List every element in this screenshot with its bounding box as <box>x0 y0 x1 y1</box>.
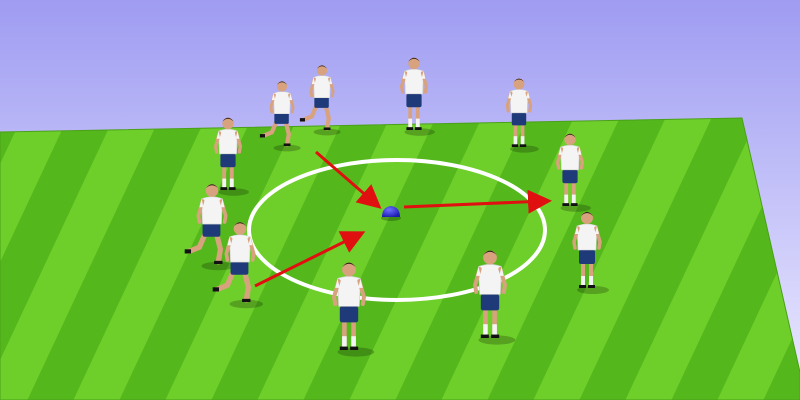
pitch-edge <box>0 117 800 400</box>
pass-arrow-top-left <box>315 150 382 209</box>
pass-arrows <box>254 150 552 288</box>
center-circle <box>247 158 547 302</box>
grass-stripe <box>662 118 800 400</box>
grass-stripe <box>64 118 260 400</box>
player-figure <box>572 212 602 288</box>
grass-stripe <box>248 118 444 400</box>
player-figure <box>555 133 585 206</box>
player-figure <box>184 184 228 265</box>
player-shadow <box>510 145 539 153</box>
grass-stripe <box>340 118 536 400</box>
blue-cone-icon <box>381 206 401 221</box>
grass-stripe <box>708 118 800 400</box>
grass-stripe <box>110 118 306 400</box>
player-figure <box>213 117 243 190</box>
grass-stripe <box>18 118 214 400</box>
grass-stripe <box>570 118 766 400</box>
player-figure <box>212 222 256 303</box>
pitch <box>0 117 800 400</box>
grass-stripe <box>0 118 122 400</box>
pass-arrow-bottom-left <box>254 231 366 288</box>
player-shadow <box>218 188 249 196</box>
player-figure <box>299 65 335 131</box>
player-shadow <box>229 299 264 309</box>
player-figure <box>331 262 367 350</box>
player-shadow <box>404 128 435 136</box>
grass-stripe <box>0 118 76 400</box>
player-figure <box>399 57 429 130</box>
player-shadow <box>313 128 341 136</box>
player-figure <box>505 78 533 147</box>
player-figure <box>472 250 508 338</box>
grass-stripe <box>0 118 168 400</box>
grass-stripe <box>478 118 674 400</box>
players <box>184 57 602 350</box>
player-figure <box>259 81 295 147</box>
grass-stripe <box>524 118 720 400</box>
player-shadow <box>273 144 301 152</box>
pass-arrow-right <box>403 189 552 214</box>
pitch-stripes <box>0 118 800 400</box>
player-shadow <box>201 261 236 271</box>
player-shadow <box>560 204 591 212</box>
